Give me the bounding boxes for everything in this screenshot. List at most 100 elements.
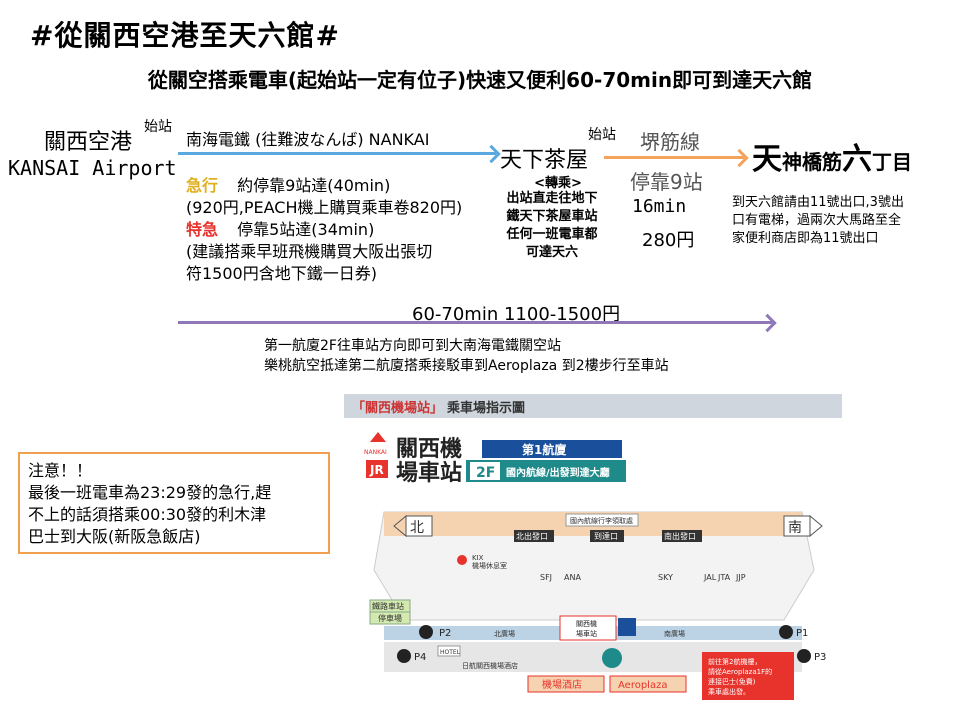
leg1-line: 南海電鐵 (往難波なんば) NANKAI <box>186 130 430 149</box>
total-summary: 60-70min 1100-1500円 <box>412 304 621 325</box>
warning-line-2: 最後一班電車為23:29發的急行,趕 <box>28 483 272 502</box>
south-exit-label: 南出發口 <box>664 531 696 541</box>
airport-hotel-label: 機場酒店 <box>542 678 582 691</box>
transfer-note-3: 任何一班電車都 <box>506 227 598 242</box>
north-exit-label: 北出發口 <box>516 531 548 541</box>
jr-logo-icon <box>366 460 388 478</box>
kix-lounge-label: 機場休息室 <box>472 561 507 570</box>
dest-note-3: 家便利商店即為11號出口 <box>732 231 879 246</box>
express-text: 約停靠9站達(40min) <box>237 176 391 195</box>
ltd-text: 停靠5站達(34min) <box>237 220 375 239</box>
hotel-box <box>437 645 461 657</box>
leg1-arrow <box>178 152 496 155</box>
north-exit-box <box>514 530 554 542</box>
page-title: #從關西空港至天六館# <box>30 19 340 52</box>
origin-tag: 始站 <box>144 119 172 135</box>
floor-map: NANKAI JR 關西機 場車站 第1航廈 2F 國內航線/出發到達大廳 北 … <box>344 420 842 716</box>
p1-icon <box>779 625 793 639</box>
p1-label: P1 <box>796 628 808 639</box>
page-subtitle: 從關空搭乘電車(起始站一定有位子)快速又便利60-70min即可到達天六館 <box>147 68 813 92</box>
warning-box: 注意！！ 最後一班電車為23:29發的急行,趕 不上的話須搭乘00:30發的利木… <box>18 452 330 554</box>
dest-char-4: 丁目 <box>872 150 912 174</box>
aeroplaza-label: Aeroplaza <box>618 680 667 691</box>
origin-name-zh-text: 關西空港 <box>44 130 133 155</box>
arrival-exit-label: 到達口 <box>594 531 618 541</box>
destination-name: 天神橋筋六丁目 <box>752 134 912 178</box>
p2-icon <box>419 625 433 639</box>
leg2-stops: 停靠9站 <box>630 170 703 194</box>
p4-label: P4 <box>414 652 426 663</box>
hotel-label: HOTEL <box>440 649 461 656</box>
ltd-note-2: 符1500円含地下鐵一日券) <box>186 264 377 283</box>
p3-icon <box>797 649 811 663</box>
total-note-1: 第一航廈2F往車站方向即可到大南海電鐵關空站 <box>264 338 561 354</box>
nankai-text: NANKAI <box>364 449 387 456</box>
brand-top: 關西機 <box>396 437 462 462</box>
transfer-name: 天下茶屋 <box>500 148 589 173</box>
dest-char-3: 六 <box>842 142 872 177</box>
baggage-label: 國內航線行李領取處 <box>570 516 633 525</box>
parking-label: 停車場 <box>378 613 402 623</box>
p2-label: P2 <box>439 628 451 639</box>
total-note-2: 樂桃航空抵達第二航廈搭乘接駁車到Aeroplaza 到2樓步行至車站 <box>264 358 669 374</box>
counter-sky: SKY <box>658 573 673 582</box>
counter-jta: JTA <box>717 573 731 582</box>
express-label: 急行 <box>186 176 219 195</box>
transfer-label: <轉乘> <box>534 176 582 191</box>
terminal-label: 第1航廈 <box>522 442 566 457</box>
rail-station-label: 鐵路車站 <box>372 601 404 611</box>
terminal2-notice <box>702 652 794 700</box>
north-square-label: 北廣場 <box>494 629 515 638</box>
north-label: 北 <box>410 520 424 536</box>
station-small-2: 場車站 <box>576 629 597 638</box>
warning-line-4: 巴士到大阪(新阪急飯店) <box>28 527 201 546</box>
transfer-note-2: 鐵天下茶屋車站 <box>506 209 598 224</box>
kix-label: KIX <box>472 554 484 562</box>
p4-icon <box>397 649 411 663</box>
baggage-box <box>565 513 639 527</box>
leg1-express-row: 急行 約停靠9站達(40min) <box>186 172 390 196</box>
warning-line-1: 注意！！ <box>28 461 93 480</box>
south-exit-box <box>662 530 702 542</box>
destination-notes: 到天六館請由11號出口,3號出 口有電梯，過兩次大馬路至全 家便利商店即為11號… <box>732 194 904 248</box>
transfer-note-4: 可達天六 <box>525 245 578 260</box>
floor-bar <box>466 460 626 482</box>
p3-label: P3 <box>814 652 826 663</box>
counter-jal: JAL <box>703 573 717 582</box>
dest-char-2: 神橋筋 <box>782 150 842 174</box>
arrival-exit-box <box>590 530 624 542</box>
notice-1: 前往第2航機樓， <box>708 657 761 666</box>
total-arrow <box>178 321 772 324</box>
map-header: 「關西機場站」 乘車場指示圖 <box>344 394 842 418</box>
notice-2: 請從Aeroplaza1F的 <box>708 667 772 676</box>
floor-badge <box>470 462 500 480</box>
counter-ana: ANA <box>564 573 581 582</box>
jr-text: JR <box>369 463 384 477</box>
aeroplaza-box <box>609 675 687 693</box>
notice-4: 乘車處出發。 <box>708 687 750 696</box>
hotel-name-label: 日航關西機場酒店 <box>462 661 518 670</box>
notice-3: 連接巴士(免費) <box>708 677 756 686</box>
north-box <box>405 515 433 537</box>
floor-desc: 國內航線/出發到達大廳 <box>506 466 610 479</box>
train-icon <box>618 618 636 636</box>
south-label: 南 <box>788 520 802 536</box>
dest-note-1: 到天六館請由11號出口,3號出 <box>732 195 904 210</box>
dest-note-2: 口有電梯，過兩次大馬路至全 <box>732 213 902 228</box>
transfer-notes: 出站直走往地下 鐵天下茶屋車站 任何一班電車都 可達天六 <box>494 190 610 262</box>
leg1-ltd-row: 特急 停靠5站達(34min) <box>186 216 374 240</box>
parking-box <box>369 611 411 625</box>
station-small-1: 關西機 <box>576 619 597 628</box>
leg2-time: 16min <box>632 196 687 217</box>
dest-char-1: 天 <box>752 142 782 177</box>
map-header-station: 「關西機場站」 <box>352 400 444 416</box>
warning-line-3: 不上的話須搭乘00:30發的利木津 <box>28 505 267 524</box>
south-square-label: 南廣場 <box>664 629 685 638</box>
total-notes: 第一航廈2F往車站方向即可到大南海電鐵關空站 樂桃航空抵達第二航廈搭乘接駁車到A… <box>264 336 669 376</box>
south-box <box>783 515 811 537</box>
counter-jjp: JJP <box>735 573 746 582</box>
transfer-tag: 始站 <box>588 127 616 143</box>
info-icon <box>457 555 467 565</box>
ltd-note-1: (建議搭乘早班飛機購買大阪出張切 <box>186 242 433 261</box>
brand-bottom: 場車站 <box>396 461 462 486</box>
